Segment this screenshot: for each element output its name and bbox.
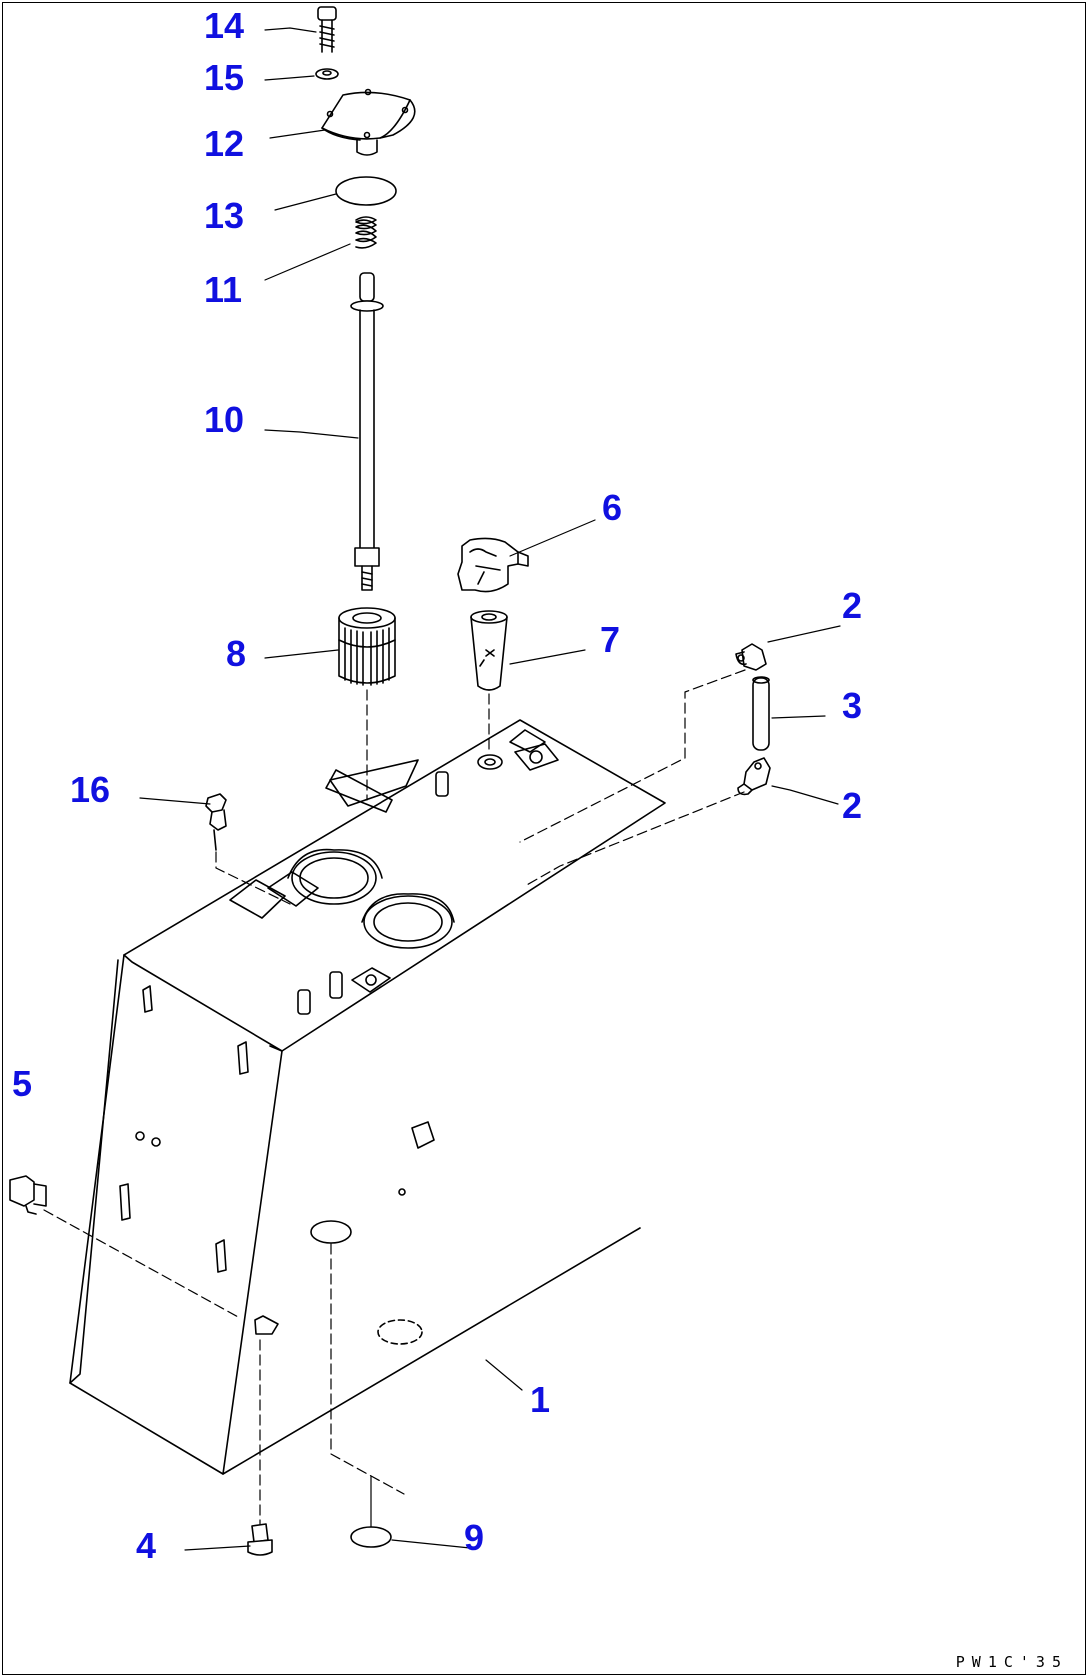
part-8-filter xyxy=(339,608,395,685)
callout-3: 3 xyxy=(842,685,863,726)
part-2-elbow-lower xyxy=(738,758,770,794)
part-1-tank xyxy=(70,720,665,1474)
callout-7: 7 xyxy=(600,619,621,660)
part-6-breather xyxy=(458,538,528,591)
part-9-plate xyxy=(351,1527,391,1547)
part-16-fitting xyxy=(206,794,226,850)
part-5-plug xyxy=(10,1176,46,1214)
callout-11: 11 xyxy=(204,269,243,310)
callout-14: 14 xyxy=(204,5,245,46)
callout-4: 4 xyxy=(136,1525,157,1566)
part-10-rod xyxy=(351,273,383,590)
part-3-hose xyxy=(753,677,769,750)
leader-lines xyxy=(44,28,840,1550)
part-12-cover xyxy=(322,90,415,156)
callout-6: 6 xyxy=(602,487,623,528)
callout-8: 8 xyxy=(226,633,247,674)
callout-13: 13 xyxy=(204,195,245,236)
callout-2-lower: 2 xyxy=(842,785,863,826)
part-2-elbow-upper xyxy=(736,644,766,670)
callout-5: 5 xyxy=(12,1063,33,1104)
callout-9: 9 xyxy=(464,1517,485,1558)
callout-16: 16 xyxy=(70,769,111,810)
part-7-strainer xyxy=(471,611,507,690)
part-11-spring xyxy=(356,217,376,248)
part-14-bolt xyxy=(318,7,336,52)
callout-2-upper: 2 xyxy=(842,585,863,626)
part-4-valve xyxy=(248,1524,272,1555)
callout-10: 10 xyxy=(204,399,245,440)
drawing-code: PW1C'35 xyxy=(955,1653,1068,1671)
callout-15: 15 xyxy=(204,57,245,98)
callout-1: 1 xyxy=(530,1379,551,1420)
callout-12: 12 xyxy=(204,123,245,164)
part-15-washer xyxy=(316,69,338,79)
part-13-gasket xyxy=(336,177,396,205)
